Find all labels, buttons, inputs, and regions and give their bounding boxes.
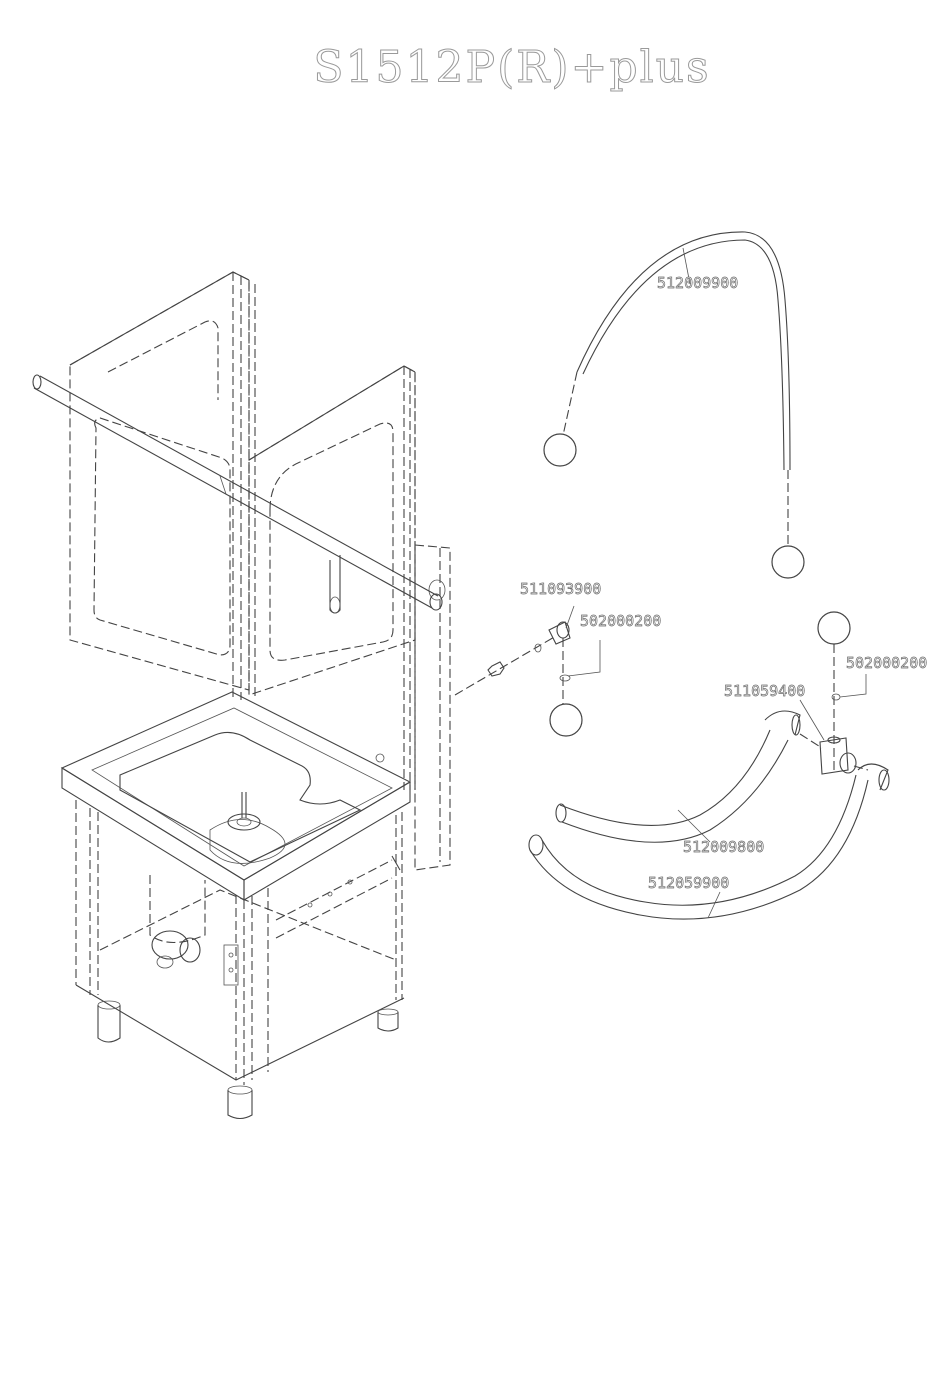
hose-upper-part: 512009800 (556, 711, 800, 856)
elbow-fitting-part: 511093900 502000200 (455, 580, 661, 736)
part-label-elbow-fitting: 511093900 (520, 580, 601, 598)
hood-left-panel (70, 272, 255, 700)
part-label-hose-lower: 512059900 (648, 874, 729, 892)
sink-tub (62, 692, 410, 900)
part-label-hose-long: 512009900 (657, 274, 738, 292)
part-label-tee-fitting: 511059400 (724, 682, 805, 700)
part-label-washer-right: 502000200 (846, 654, 927, 672)
hose-long-part: 512009900 (544, 232, 804, 578)
side-box (415, 545, 450, 870)
lower-cabinet (76, 800, 404, 1085)
cabinet-assembly (33, 272, 450, 1119)
drain-cylinder (150, 875, 205, 968)
part-label-washer-left: 502000200 (580, 612, 661, 630)
drawing-title: S1512P(R)+plus (313, 42, 710, 93)
part-label-hose-upper: 512009800 (683, 838, 764, 856)
cabinet-legs (98, 1001, 398, 1119)
hose-long-end-marker (772, 546, 804, 578)
hose-long-end-marker (544, 434, 576, 466)
tee-end-marker (818, 612, 850, 644)
tee-fitting-part: 502000200 511059400 (724, 612, 927, 774)
elbow-end-marker (550, 704, 582, 736)
hood-front-panel (249, 366, 415, 790)
